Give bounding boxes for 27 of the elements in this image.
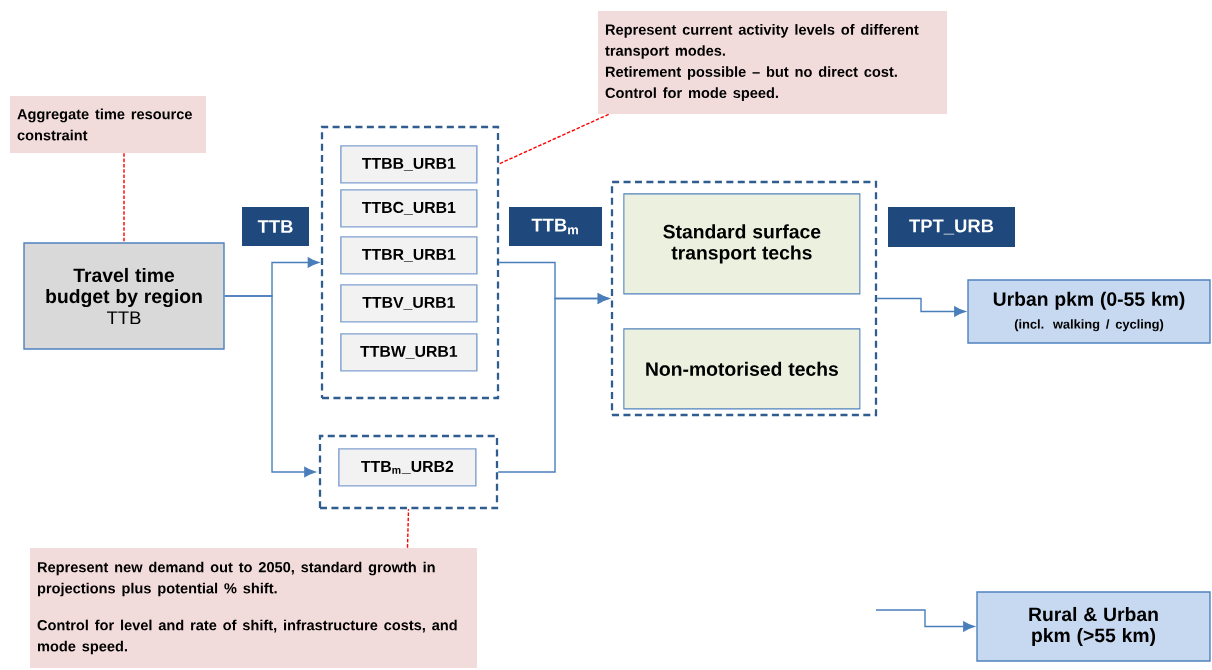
leader-line <box>406 508 410 549</box>
dashed-group-box <box>320 125 500 400</box>
note-box: Represent current activity levels of different transport modes. Retirement possible – but no direct cost. Control for mode speed. <box>598 11 947 114</box>
dashed-group-box <box>318 434 499 510</box>
output-box: Rural & Urban pkm (>55 km) <box>976 591 1211 662</box>
process-box: TTB$_{m}$_URB2 <box>338 448 477 487</box>
process-box: TTBR_URB1 <box>340 236 478 275</box>
variable-tag: TPT_URB <box>888 207 1015 247</box>
process-box: Non-motorised techs <box>623 328 861 410</box>
note-box: Represent new demand out to 2050, standard growth in projections plus potential % shift. Control for level and rate of shift, infrastructure costs, and mode speed. <box>30 548 477 668</box>
leader-line <box>123 152 125 243</box>
process-box: TTBC_URB1 <box>340 189 478 228</box>
output-box: Urban pkm (0-55 km) (incl. walking / cycling) <box>967 279 1211 344</box>
arrow <box>876 297 966 317</box>
arrow <box>497 293 610 473</box>
variable-tag: TTB$_{m}$ <box>509 207 602 246</box>
arrow <box>875 609 975 632</box>
variable-tag: TTB <box>242 207 309 246</box>
arrow <box>224 295 316 478</box>
leader-line <box>498 113 610 165</box>
process-box: TTBW_URB1 <box>340 333 478 372</box>
process-box: TTBV_URB1 <box>340 284 478 323</box>
process-box: TTBB_URB1 <box>340 145 478 184</box>
dashed-group-box <box>610 180 878 417</box>
process-box: Travel time budget by region TTB <box>23 242 225 350</box>
note-box: Aggregate time resource constraint <box>10 96 206 153</box>
process-box: Standard surface transport techs <box>623 193 861 295</box>
